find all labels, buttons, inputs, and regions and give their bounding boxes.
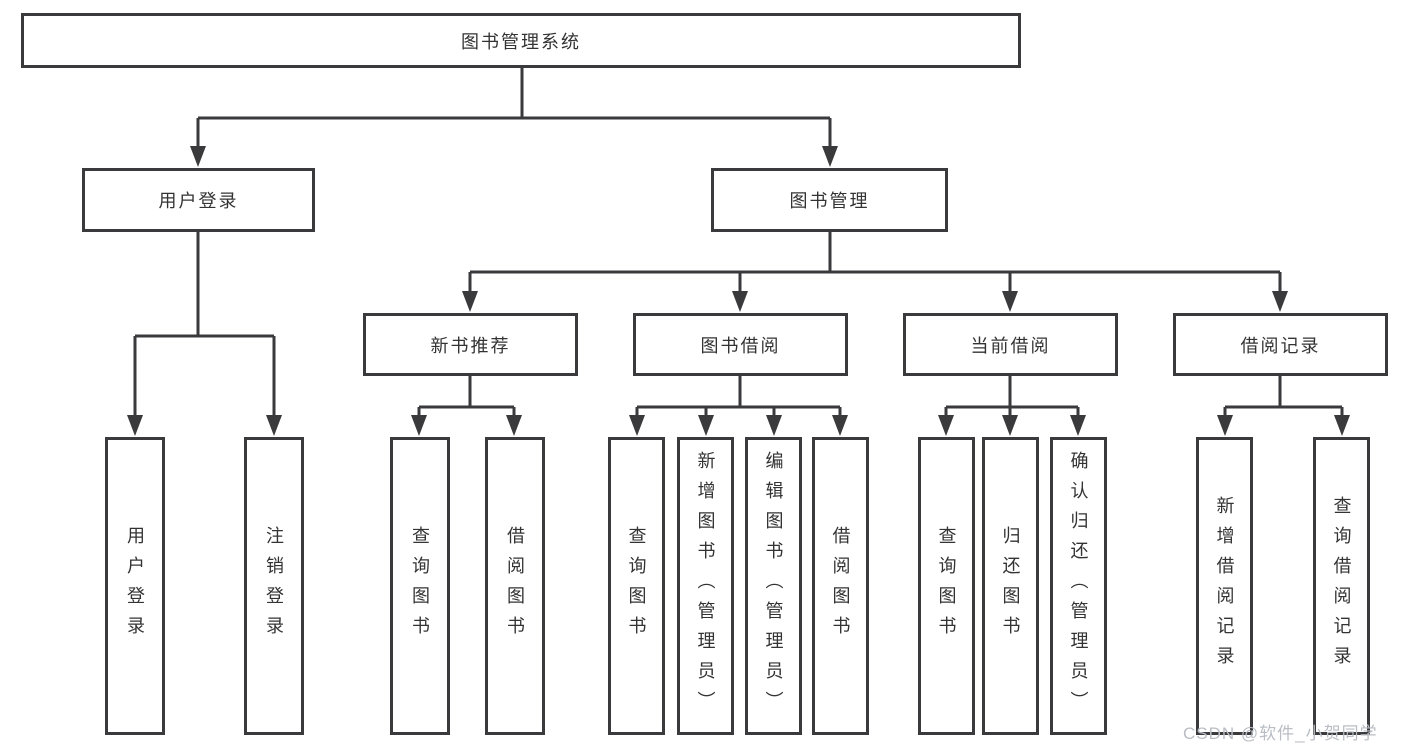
node-label: 查询图书 — [626, 526, 647, 646]
node-label: 新书推荐 — [430, 335, 511, 356]
node-leaf-query-books: 查询图书 — [390, 437, 450, 735]
node-leaf-borrow-books: 借阅图书 — [485, 437, 545, 735]
node-label: 图书管理 — [789, 191, 870, 211]
node-leaf-user-login: 用户登录 — [105, 437, 165, 735]
node-leaf-return-books: 归还图书 — [982, 437, 1039, 735]
node-book-management: 图书管理 — [711, 168, 948, 232]
node-label: 归还图书 — [1000, 526, 1021, 646]
node-leaf-add-book-admin: 新增图书（管理员） — [677, 437, 734, 735]
node-current-borrowing: 当前借阅 — [903, 313, 1118, 376]
node-label: 查询图书 — [410, 526, 430, 646]
node-label: 编辑图书（管理员） — [763, 451, 784, 721]
node-label: 新增借阅记录 — [1214, 496, 1235, 676]
node-label: 借阅图书 — [505, 526, 525, 646]
node-leaf-add-borrow-record: 新增借阅记录 — [1196, 437, 1253, 735]
node-label: 用户登录 — [125, 526, 145, 646]
node-leaf-query-books-2: 查询图书 — [608, 437, 665, 735]
node-label: 确认归还（管理员） — [1068, 451, 1089, 721]
node-label: 注销登录 — [264, 526, 284, 646]
node-label: 新增图书（管理员） — [695, 451, 716, 721]
node-leaf-edit-book-admin: 编辑图书（管理员） — [745, 437, 802, 735]
node-label: 查询图书 — [936, 526, 957, 646]
node-label: 查询借阅记录 — [1331, 496, 1352, 676]
node-label: 借阅图书 — [830, 526, 851, 646]
node-label: 图书管理系统 — [461, 31, 581, 52]
node-label: 借阅记录 — [1240, 335, 1321, 356]
node-label: 当前借阅 — [970, 335, 1051, 356]
arrowhead-icons — [127, 146, 1350, 436]
csdn-watermark: CSDN @软件_小贺同学 — [1183, 724, 1378, 743]
node-book-borrowing: 图书借阅 — [633, 313, 848, 376]
node-leaf-borrow-books-2: 借阅图书 — [812, 437, 869, 735]
node-user-login: 用户登录 — [82, 168, 315, 232]
node-borrowing-records: 借阅记录 — [1173, 313, 1388, 376]
node-new-book-recommend: 新书推荐 — [363, 313, 578, 376]
node-leaf-confirm-return-admin: 确认归还（管理员） — [1050, 437, 1107, 735]
node-leaf-logout: 注销登录 — [244, 437, 304, 735]
node-library-management-system: 图书管理系统 — [21, 13, 1021, 68]
connector-lines — [133, 68, 1344, 419]
node-label: 用户登录 — [158, 191, 239, 211]
node-leaf-query-borrow-record: 查询借阅记录 — [1313, 437, 1370, 735]
node-leaf-query-books-3: 查询图书 — [918, 437, 975, 735]
node-label: 图书借阅 — [700, 335, 781, 356]
